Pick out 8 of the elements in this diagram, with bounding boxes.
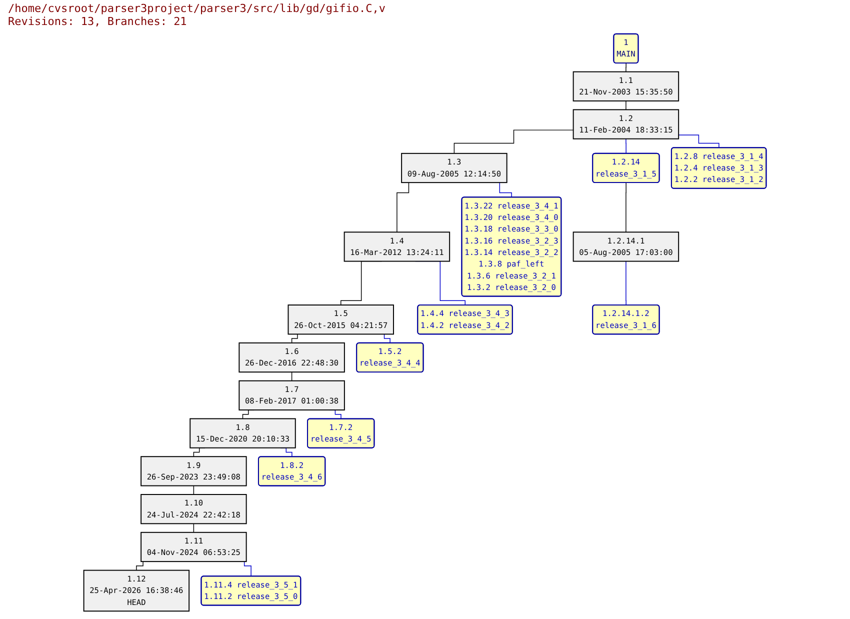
connector — [626, 138, 627, 154]
summary-text: Revisions: 13, Branches: 21 — [8, 15, 187, 28]
connector — [678, 134, 720, 148]
connector — [626, 260, 627, 306]
connector — [626, 62, 627, 72]
connector — [454, 130, 574, 154]
file-path-title: /home/cvsroot/parser3project/parser3/src/lib/gd/gifio.C,v — [8, 2, 386, 15]
connector — [626, 182, 627, 232]
